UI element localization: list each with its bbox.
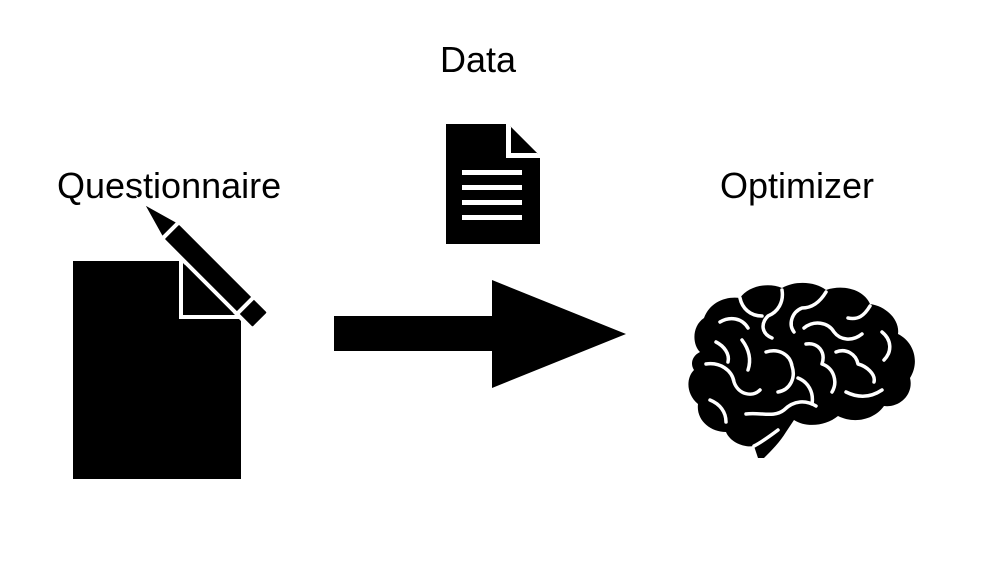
document-icon	[446, 124, 540, 244]
questionnaire-label: Questionnaire	[57, 165, 282, 206]
data-label: Data	[440, 39, 517, 80]
document-with-pencil-icon	[73, 195, 271, 479]
optimizer-label: Optimizer	[720, 165, 875, 206]
arrow-right-icon	[334, 280, 626, 388]
brain-icon	[688, 282, 915, 458]
